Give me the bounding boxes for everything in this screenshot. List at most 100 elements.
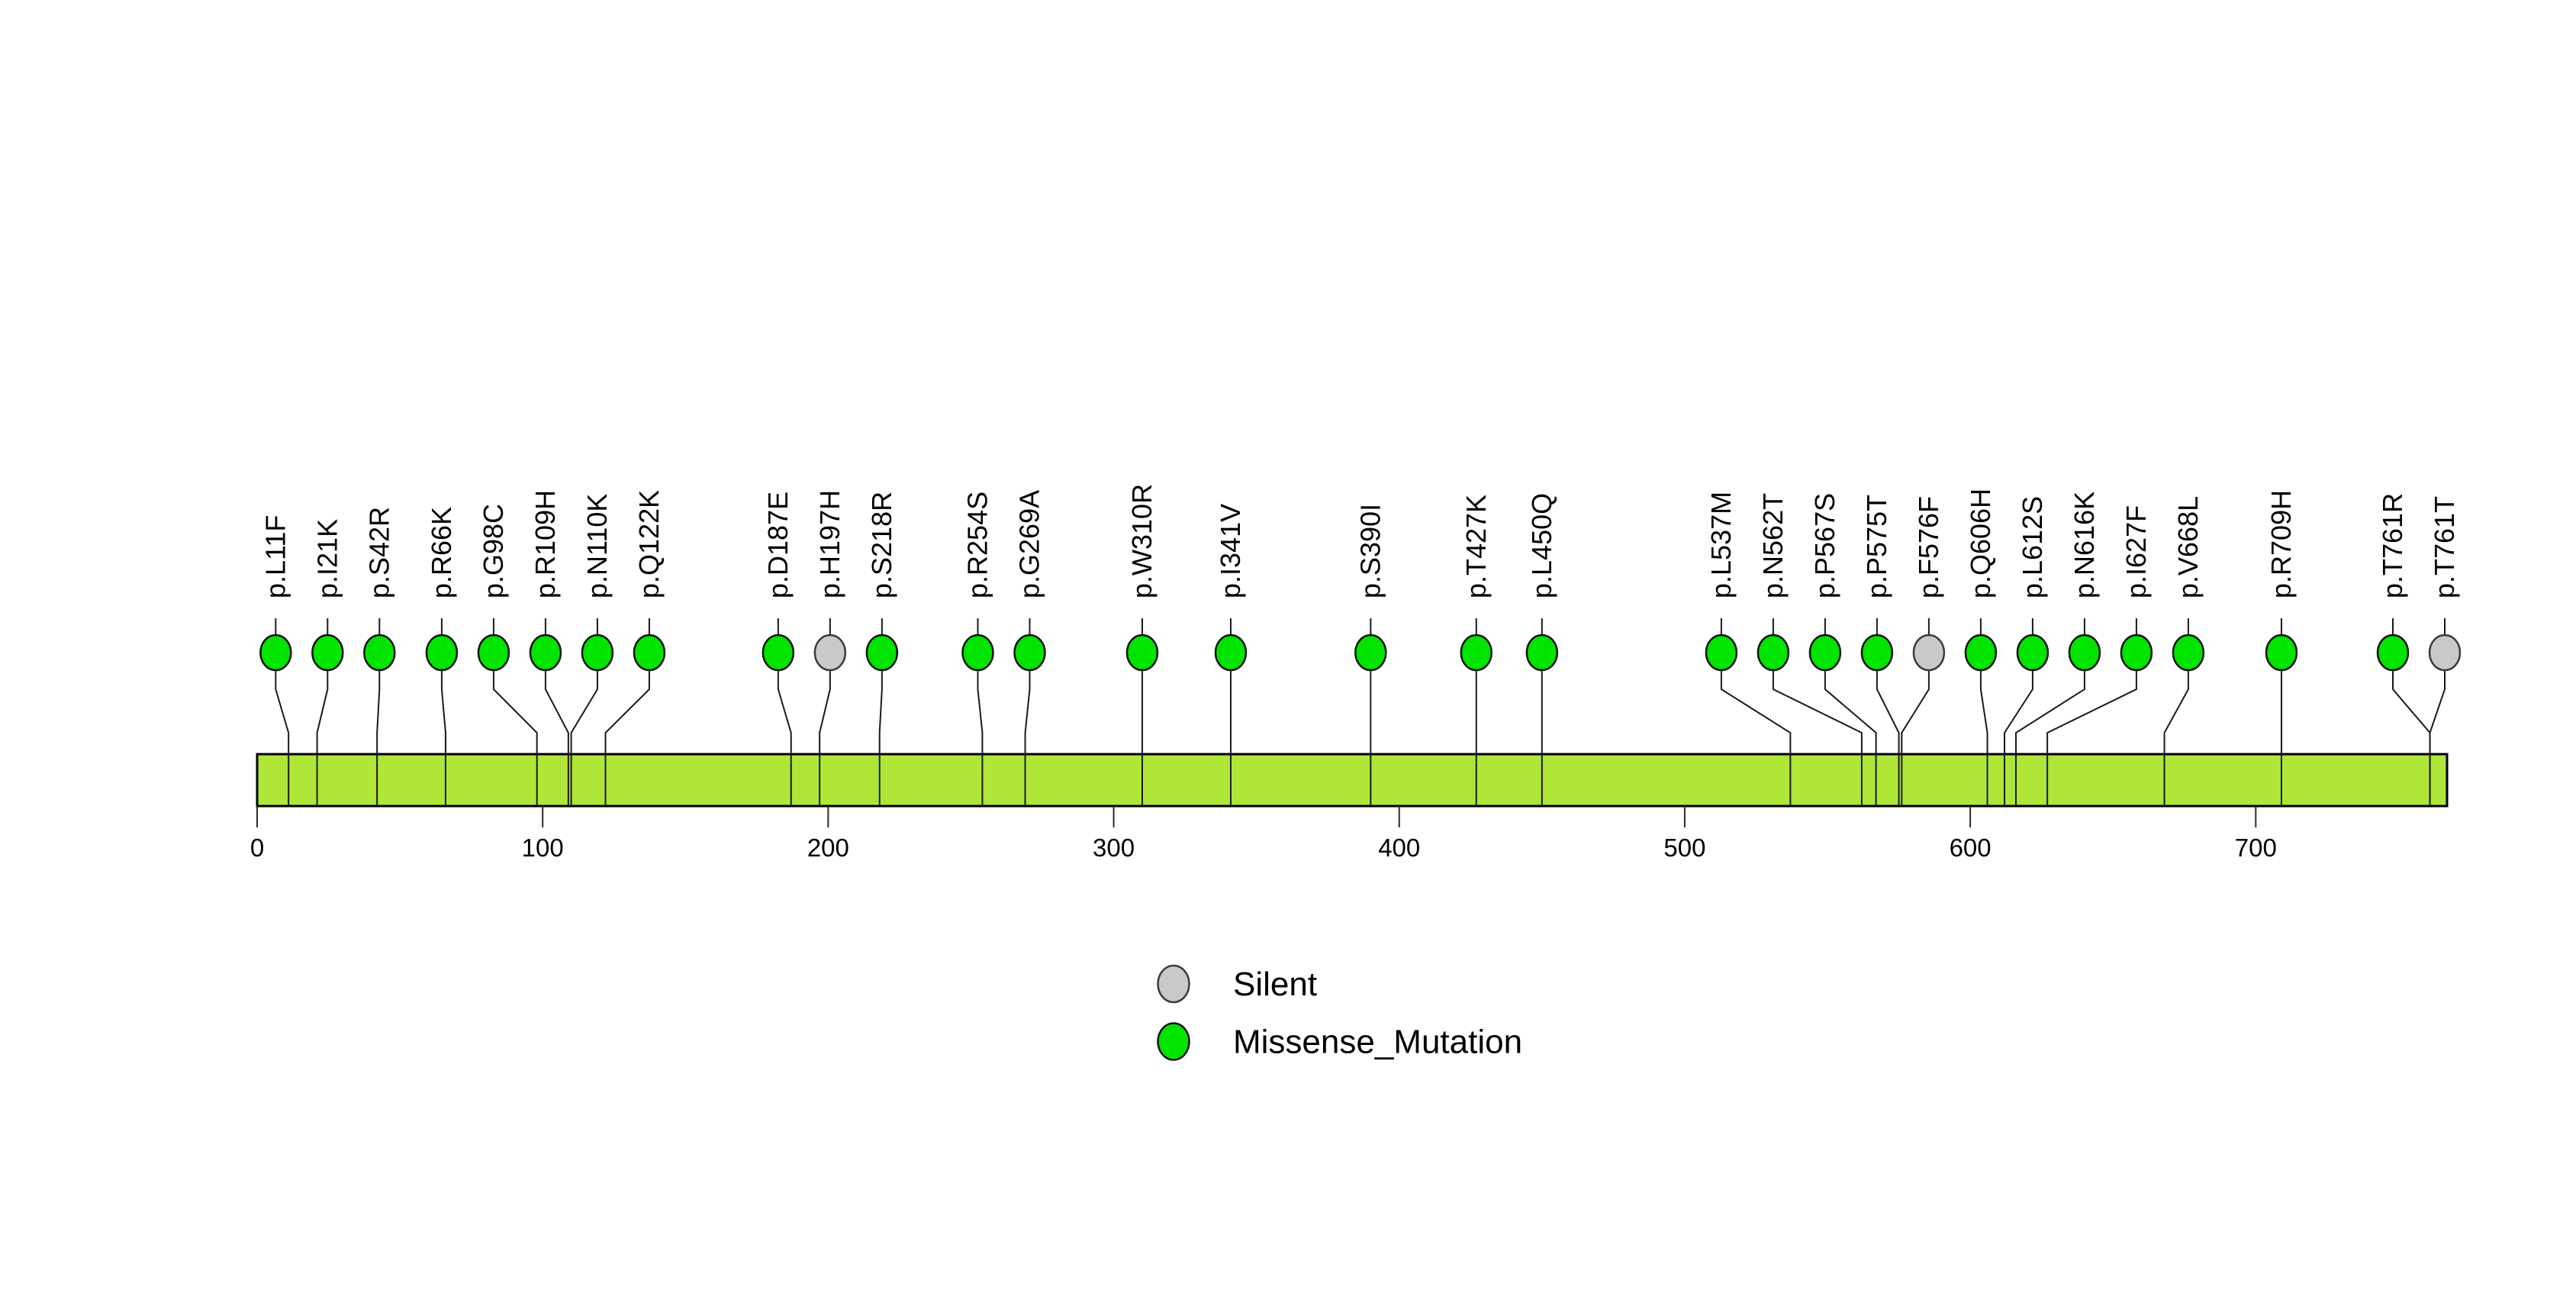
mutation-stem xyxy=(570,670,598,806)
mutation-label: p.R254S xyxy=(961,492,993,598)
mutation-stem xyxy=(544,670,569,806)
axis-tick-label: 500 xyxy=(1663,834,1705,862)
mutation-label: p.G269A xyxy=(1013,490,1045,598)
mutation-marker xyxy=(1125,634,1159,672)
mutation-label: p.G98C xyxy=(478,504,509,598)
mutation-stem xyxy=(1876,670,1900,806)
mutation-stem xyxy=(2014,670,2085,806)
legend-item-missense-mutation: Missense_Mutation xyxy=(1157,1022,1522,1061)
mutation-label: p.F576F xyxy=(1913,496,1944,598)
mutation-label: p.Q606H xyxy=(1965,489,1996,598)
mutation-label: p.S218R xyxy=(866,492,897,598)
lollipop-p-w310r: p.W310R xyxy=(1125,484,1159,806)
mutation-marker xyxy=(865,634,899,672)
lollipop-p-p575t: p.P575T xyxy=(1860,495,1900,806)
mutation-marker xyxy=(1214,634,1248,672)
lollipop-p-t761t: p.T761T xyxy=(2428,496,2462,806)
lollipop-p-s390i: p.S390I xyxy=(1354,504,1387,806)
axis-tick-label: 700 xyxy=(2235,834,2277,862)
mutation-stem xyxy=(604,670,650,806)
mutation-stem xyxy=(1824,670,1877,806)
lollipop-p-s218r: p.S218R xyxy=(865,492,899,806)
lollipop-p-l11f: p.L11F xyxy=(259,515,292,806)
mutation-label: p.D187E xyxy=(762,492,794,598)
lollipop-p-s42r: p.S42R xyxy=(363,507,396,806)
mutation-marker xyxy=(2428,634,2462,672)
lollipop-p-f576f: p.F576F xyxy=(1901,496,1946,806)
lollipop-p-g98c: p.G98C xyxy=(477,504,538,806)
mutation-label: p.L537M xyxy=(1705,492,1737,598)
lollipop-p-r66k: p.R66K xyxy=(425,507,459,806)
mutation-stem xyxy=(1979,670,1988,806)
mutation-marker xyxy=(2016,634,2050,672)
axis-tick-label: 400 xyxy=(1378,834,1420,862)
mutation-stem xyxy=(878,670,883,806)
legend-swatch-missense-mutation xyxy=(1157,1022,1190,1061)
mutation-stem xyxy=(2046,670,2137,806)
legend-swatch-silent xyxy=(1157,964,1190,1004)
mutation-label: p.Q122K xyxy=(633,490,665,598)
mutation-marker xyxy=(2120,634,2153,672)
mutation-label: p.L612S xyxy=(2017,496,2048,598)
mutation-marker xyxy=(2172,634,2205,672)
lollipop-p-i341v: p.I341V xyxy=(1214,504,1248,806)
mutation-marker xyxy=(762,634,795,672)
mutation-marker xyxy=(1912,634,1946,672)
mutation-marker xyxy=(961,634,994,672)
mutation-marker xyxy=(529,634,562,672)
axis-tick-label: 100 xyxy=(522,834,564,862)
lollipop-p-t427k: p.T427K xyxy=(1460,495,1493,806)
mutation-label: p.N616K xyxy=(2069,492,2100,598)
mutation-label: p.R109H xyxy=(530,490,561,598)
lollipop-p-q122k: p.Q122K xyxy=(604,490,666,806)
mutation-stem xyxy=(2163,670,2189,806)
lollipop-p-v668l: p.V668L xyxy=(2163,496,2205,806)
mutation-stem xyxy=(2004,670,2033,806)
lollipop-p-d187e: p.D187E xyxy=(762,492,795,806)
axis-tick-label: 0 xyxy=(250,834,264,862)
mutation-stem xyxy=(492,670,538,806)
mutation-marker xyxy=(813,634,847,672)
mutation-marker xyxy=(1860,634,1894,672)
mutation-marker xyxy=(1525,634,1559,672)
mutation-label: p.W310R xyxy=(1126,484,1158,598)
legend-label: Missense_Mutation xyxy=(1233,1024,1522,1061)
mutation-marker xyxy=(2376,634,2410,672)
lollipop-p-r109h: p.R109H xyxy=(529,490,569,806)
protein-body-bar xyxy=(256,753,2449,808)
legend-item-silent: Silent xyxy=(1157,964,1317,1004)
lollipop-p-n562t: p.N562T xyxy=(1757,493,1863,806)
lollipop-p-t761r: p.T761R xyxy=(2376,493,2431,806)
lollipop-p-r254s: p.R254S xyxy=(961,492,994,806)
mutation-marker xyxy=(1460,634,1493,672)
mutation-marker xyxy=(2265,634,2298,672)
mutation-marker xyxy=(1964,634,1998,672)
lollipop-p-n110k: p.N110K xyxy=(570,494,614,806)
mutation-label: p.P567S xyxy=(1809,493,1840,598)
mutation-label: p.V668L xyxy=(2172,496,2204,598)
mutation-label: p.T761T xyxy=(2429,496,2460,598)
axis-tick-label: 300 xyxy=(1093,834,1135,862)
mutation-label: p.N562T xyxy=(1757,493,1789,598)
mutation-label: p.L11F xyxy=(259,515,291,598)
mutation-label: p.H197H xyxy=(814,490,845,598)
mutation-marker xyxy=(1354,634,1387,672)
lollipop-p-i627f: p.I627F xyxy=(2046,505,2153,806)
mutation-stem xyxy=(376,670,381,806)
mutation-stem xyxy=(1772,670,1863,806)
mutation-marker xyxy=(311,634,344,672)
mutation-marker xyxy=(425,634,459,672)
mutation-marker xyxy=(1705,634,1738,672)
legend-label: Silent xyxy=(1233,966,1317,1003)
mutation-label: p.I627F xyxy=(2120,505,2152,598)
lollipop-p-l450q: p.L450Q xyxy=(1525,493,1559,806)
lollipop-p-l612s: p.L612S xyxy=(2004,496,2050,806)
mutation-stem xyxy=(316,670,329,806)
mutation-stem xyxy=(2429,670,2446,806)
mutation-marker xyxy=(1757,634,1790,672)
mutation-stem xyxy=(275,670,290,806)
mutation-marker xyxy=(363,634,396,672)
mutation-label: p.P575T xyxy=(1861,495,1892,598)
